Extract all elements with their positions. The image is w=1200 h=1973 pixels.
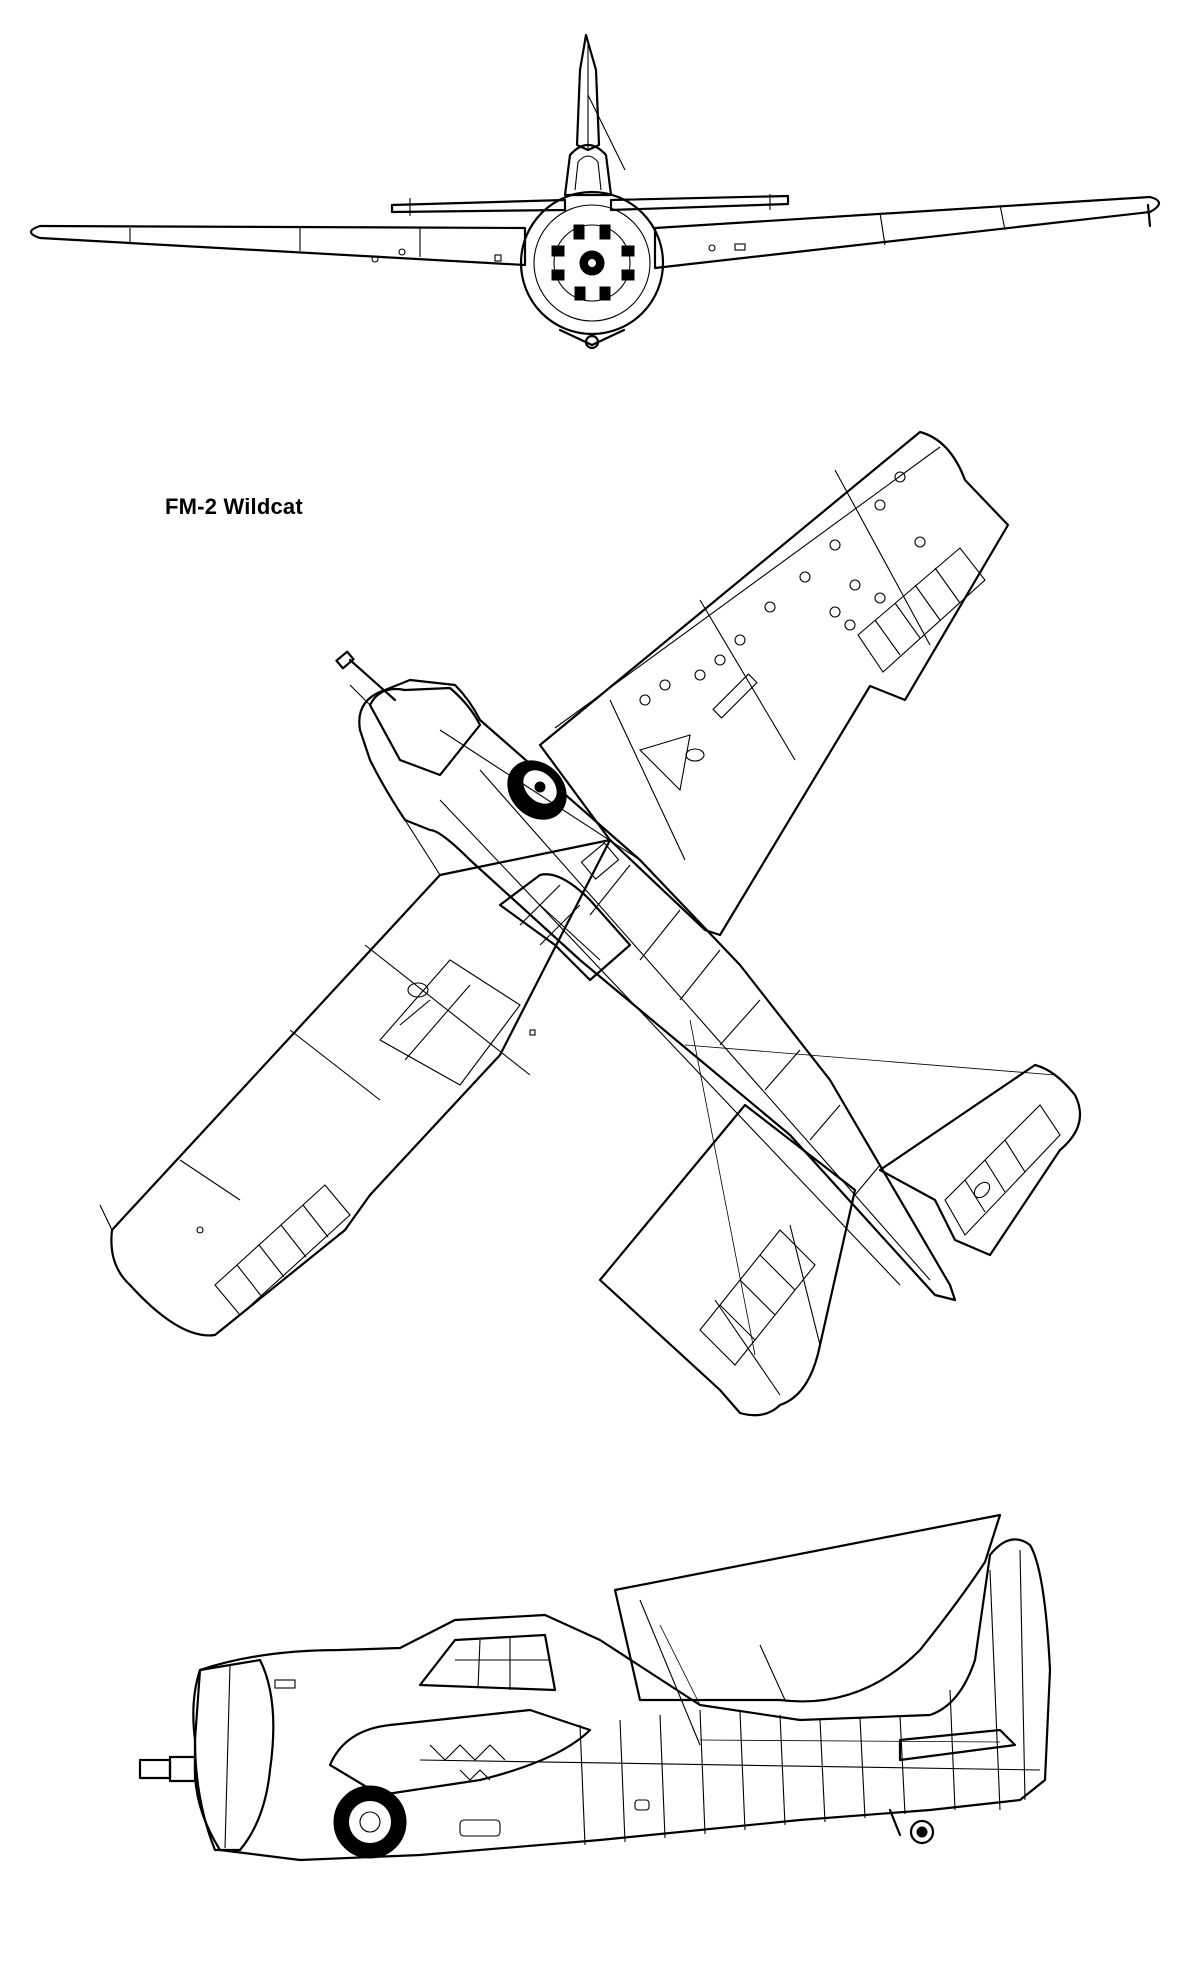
top-right-elevator-ribs xyxy=(944,1104,1061,1236)
front-right-wing xyxy=(653,195,1161,270)
front-engine-cylinders xyxy=(551,224,635,301)
side-tailwheel xyxy=(909,1819,935,1845)
side-tailplane xyxy=(898,1728,1017,1762)
top-view xyxy=(99,430,1082,1417)
top-right-flaps xyxy=(857,547,986,673)
top-right-wing xyxy=(538,430,1010,937)
front-view xyxy=(29,33,1161,350)
top-main-wheel xyxy=(507,760,567,820)
side-propeller-hub xyxy=(168,1755,197,1783)
side-fuselage xyxy=(192,1538,1052,1862)
side-cowling xyxy=(193,1658,275,1852)
side-folded-wing xyxy=(613,1513,1002,1703)
top-canopy xyxy=(498,873,632,982)
top-right-stabilizer xyxy=(878,1063,1082,1257)
top-left-flaps xyxy=(214,1184,351,1316)
front-left-tailplane xyxy=(390,198,567,214)
front-cowling xyxy=(519,190,665,336)
top-cowling xyxy=(368,686,482,777)
aircraft-title: FM-2 Wildcat xyxy=(165,494,303,519)
side-wing-root xyxy=(328,1708,592,1797)
top-left-wing xyxy=(110,838,612,1337)
top-left-stabilizer xyxy=(598,1103,857,1417)
front-left-wing xyxy=(29,224,527,267)
side-canopy xyxy=(418,1633,557,1692)
side-fuselage-frames xyxy=(579,1709,906,1846)
side-view xyxy=(138,1513,1052,1862)
side-main-wheel xyxy=(333,1785,407,1859)
front-right-tailplane xyxy=(609,194,790,212)
top-right-wing-rivets xyxy=(639,471,926,706)
top-left-elevator-ribs xyxy=(699,1229,816,1366)
front-canopy xyxy=(563,143,613,197)
